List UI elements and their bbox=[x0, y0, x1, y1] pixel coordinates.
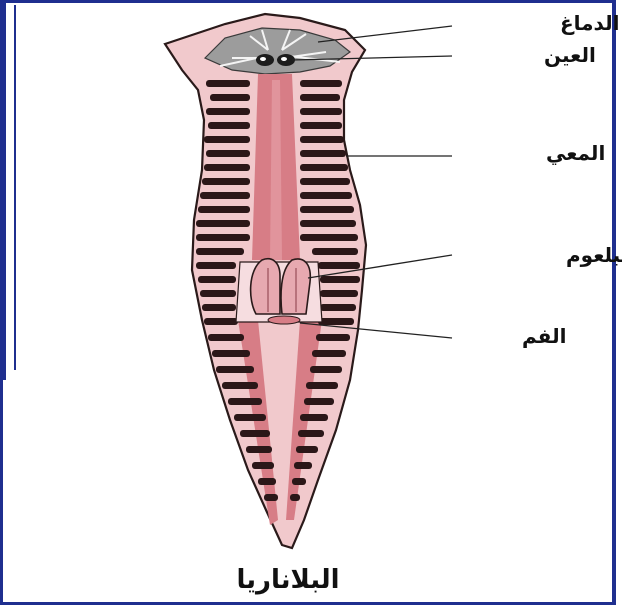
label-brain: الدماغ bbox=[560, 11, 619, 35]
label-pharynx: البلعوم bbox=[566, 243, 622, 267]
label-mouth: الفم bbox=[522, 324, 566, 348]
midline bbox=[270, 80, 282, 260]
label-intestine: المعي bbox=[546, 141, 605, 166]
caption: البلاناريا bbox=[236, 565, 339, 595]
label-eye: العين bbox=[544, 43, 596, 67]
planaria-body bbox=[165, 14, 366, 548]
mouth-opening bbox=[268, 316, 300, 324]
